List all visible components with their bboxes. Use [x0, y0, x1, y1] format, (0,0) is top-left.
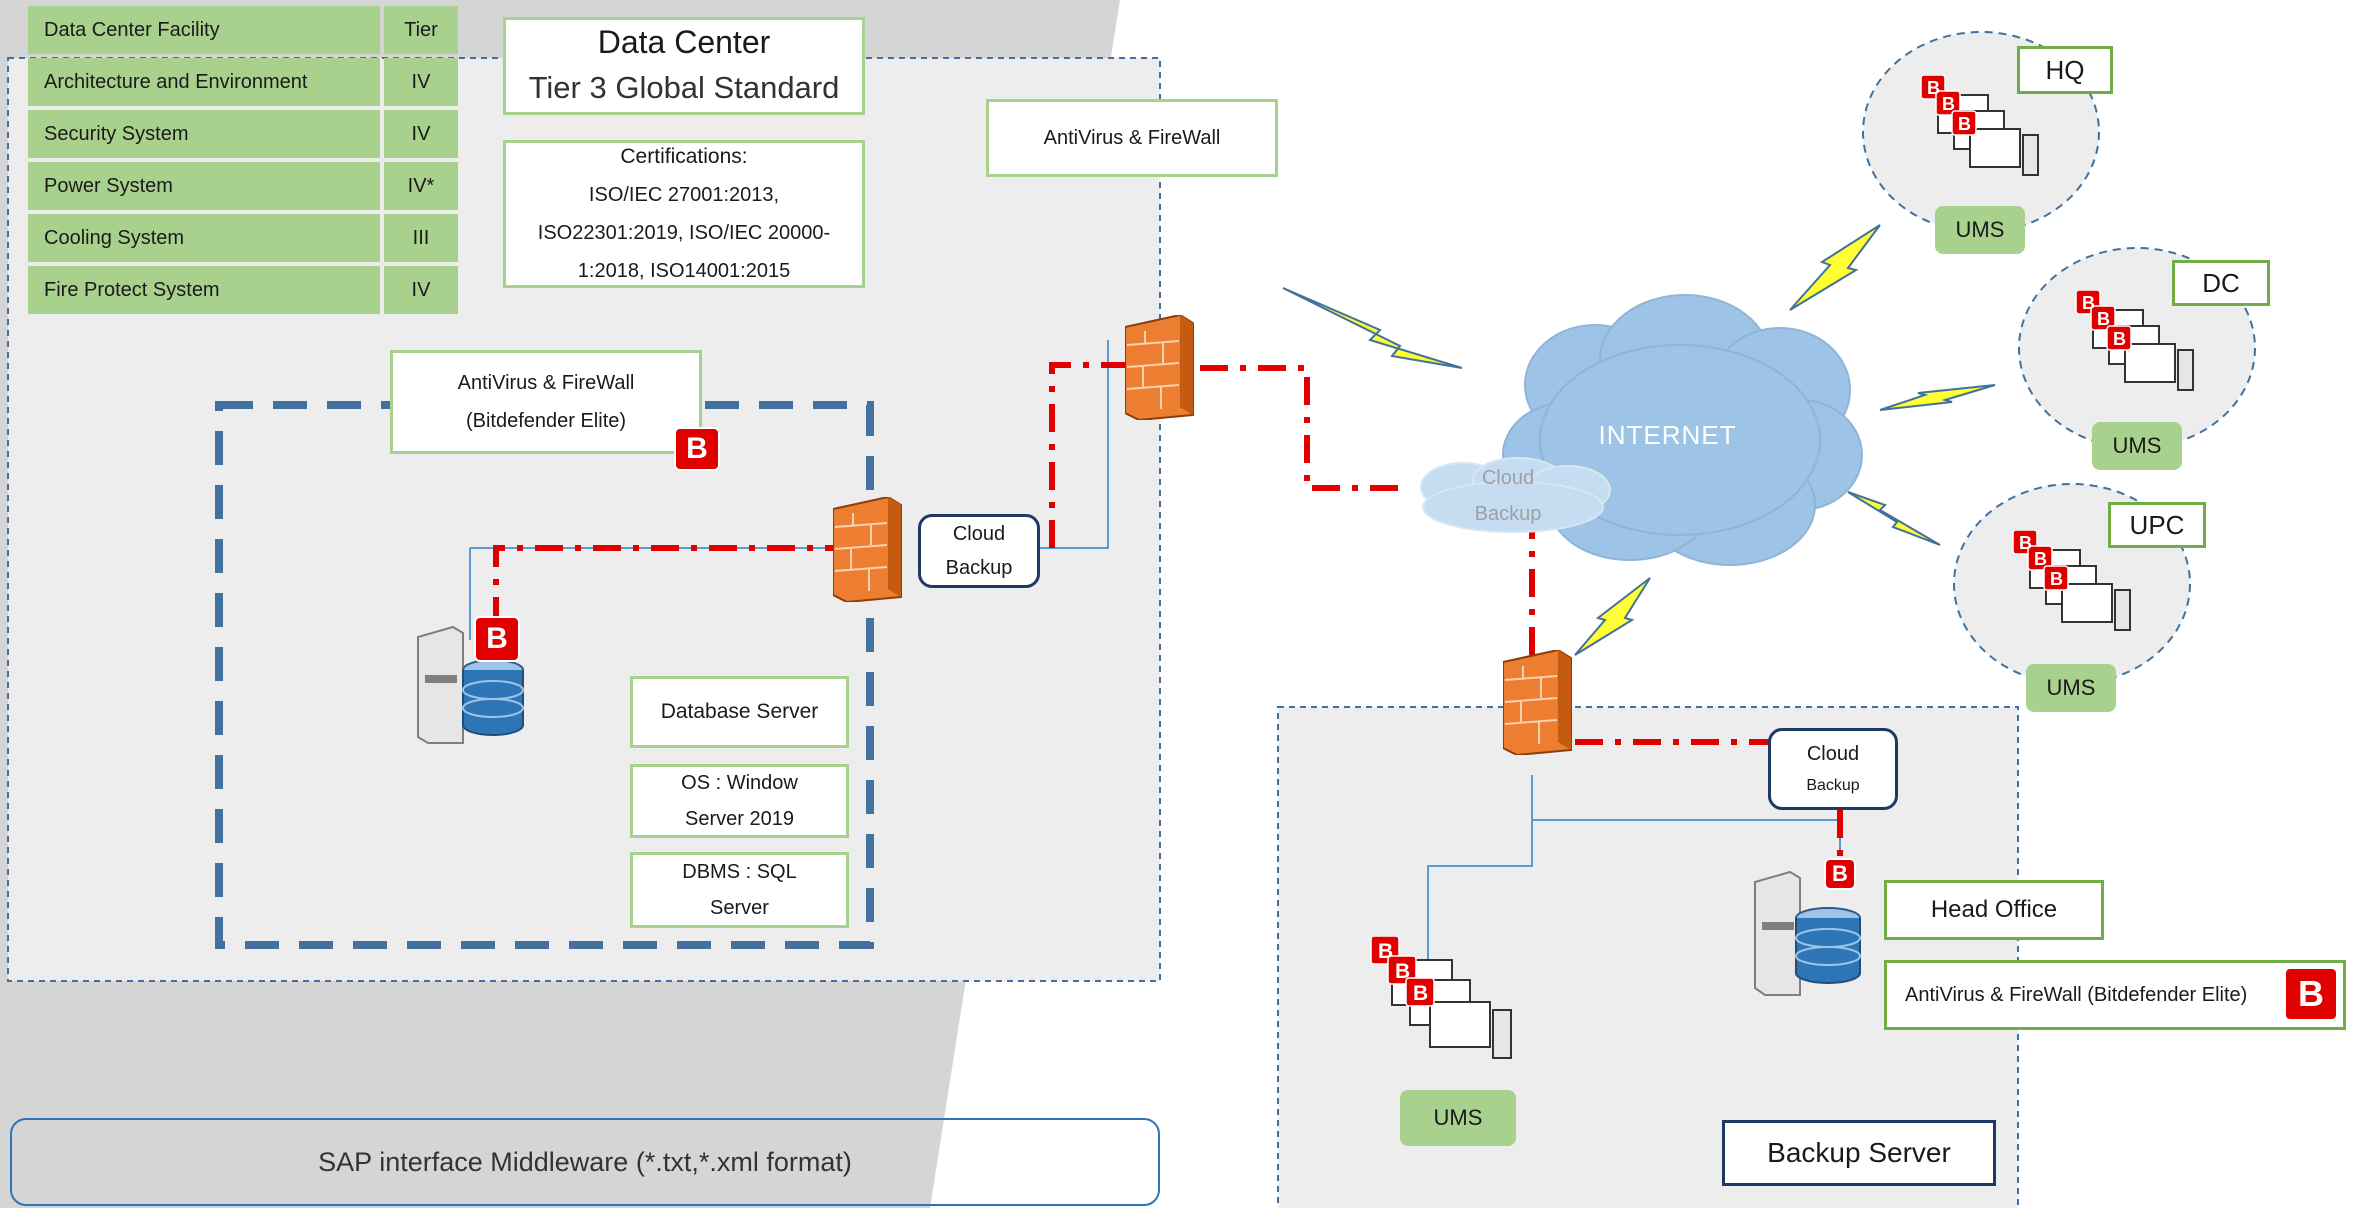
pc-cluster-icon: BBB: [2012, 530, 2131, 631]
head-office-label: Head Office: [1884, 880, 2104, 940]
facility-header: Data Center Facility: [28, 6, 380, 54]
pc-cluster-icon: BBB: [2075, 290, 2194, 391]
site-ums-dc: UMS: [2092, 422, 2182, 470]
site-label-dc: DC: [2172, 260, 2270, 306]
firewall-icon: [833, 497, 902, 602]
table-row: Security System IV: [28, 110, 458, 158]
svg-text:B: B: [1927, 78, 1940, 98]
svg-text:B: B: [1395, 960, 1410, 983]
site-label-upc: UPC: [2108, 502, 2206, 548]
svg-text:B: B: [2050, 569, 2063, 589]
svg-text:B: B: [2082, 293, 2095, 313]
data-center-title-box: Data Center Tier 3 Global Standard: [503, 17, 865, 115]
internet-cloud: [1502, 294, 1863, 566]
svg-text:B: B: [2097, 309, 2110, 329]
bitdefender-icon: B: [674, 427, 720, 471]
certifications-box: Certifications: ISO/IEC 27001:2013, ISO2…: [503, 140, 865, 288]
bitdefender-icon: B: [2284, 967, 2338, 1021]
svg-text:B: B: [1942, 94, 1955, 114]
table-row: Cooling System III: [28, 214, 458, 262]
svg-text:B: B: [1958, 114, 1971, 134]
certifications-label: Certifications:: [620, 145, 748, 168]
facility-table: Data Center Facility Tier Architecture a…: [24, 2, 462, 318]
internet-label: INTERNET: [1598, 420, 1737, 450]
facility-table-header: Data Center Facility Tier: [28, 6, 458, 54]
firewall-icon: [1125, 315, 1194, 420]
pc-cluster-icon: BBB: [1920, 75, 2039, 176]
antivirus-firewall-top: AntiVirus & FireWall: [986, 99, 1278, 177]
antivirus-firewall-inner: AntiVirus & FireWall (Bitdefender Elite): [390, 350, 702, 454]
pc-cluster-icon: BBB: [1370, 936, 1512, 1059]
svg-text:B: B: [2019, 533, 2032, 553]
antivirus-backup-site: AntiVirus & FireWall (Bitdefender Elite): [1884, 960, 2346, 1030]
svg-text:B: B: [1413, 982, 1428, 1005]
database-server-label: Database Server: [630, 676, 849, 748]
sap-middleware-bar: SAP interface Middleware (*.txt,*.xml fo…: [10, 1118, 1160, 1206]
database-server-icon: [417, 625, 524, 744]
svg-text:B: B: [2034, 549, 2047, 569]
firewall-icon: [1503, 650, 1572, 755]
head-office-server-icon: [1754, 870, 1861, 996]
cloud-backup-dc: Cloud Backup: [918, 514, 1040, 588]
site-label-hq: HQ: [2017, 46, 2113, 94]
bitdefender-icon: B: [1824, 858, 1856, 890]
data-center-title: Data Center: [597, 24, 771, 60]
tier-header: Tier: [384, 6, 458, 54]
os-label: OS : Window Server 2019: [630, 764, 849, 838]
cloud-backup-internet-text: Cloud Backup: [1474, 467, 1542, 525]
table-row: Fire Protect System IV: [28, 266, 458, 314]
backup-site-ums: UMS: [1400, 1090, 1516, 1146]
site-ums-upc: UMS: [2026, 664, 2116, 712]
data-center-subtitle: Tier 3 Global Standard: [528, 70, 840, 105]
cloud-backup-backup-site: Cloud Backup: [1768, 728, 1898, 810]
svg-text:B: B: [2113, 329, 2126, 349]
table-row: Power System IV*: [28, 162, 458, 210]
site-ums-hq: UMS: [1935, 206, 2025, 254]
backup-server-label: Backup Server: [1722, 1120, 1996, 1186]
bitdefender-icon: B: [474, 616, 520, 662]
cloud-backup-cloud: [1420, 457, 1611, 533]
dbms-label: DBMS : SQL Server: [630, 852, 849, 928]
svg-text:B: B: [1378, 940, 1393, 963]
table-row: Architecture and Environment IV: [28, 58, 458, 106]
